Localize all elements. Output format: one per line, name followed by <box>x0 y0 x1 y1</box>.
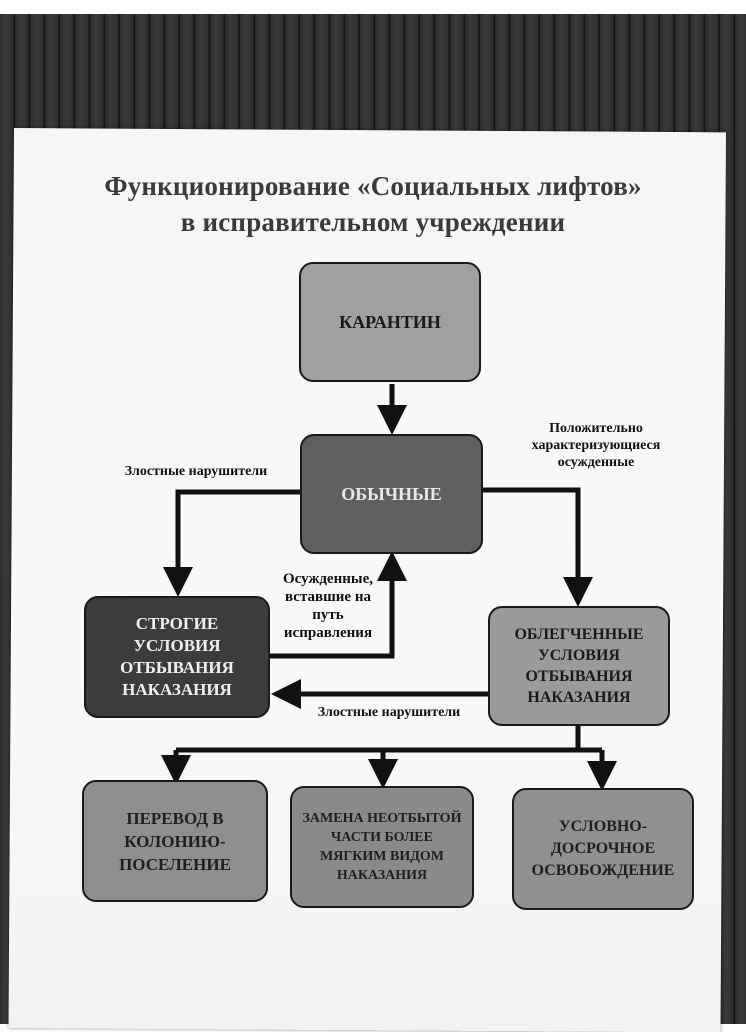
label-malicious-violators-left: Злостные нарушители <box>124 464 268 479</box>
diagram-title: Функционирование «Социальных лифтов» в и… <box>0 168 746 240</box>
node-lightened-conditions: ОБЛЕГЧЕННЫЕ УСЛОВИЯ ОТБЫВАНИЯ НАКАЗАНИЯ <box>488 606 670 726</box>
node-parole: УСЛОВНО-ДОСРОЧНОЕ ОСВОБОЖДЕНИЕ <box>512 788 694 910</box>
node-quarantine: КАРАНТИН <box>299 262 481 382</box>
label-malicious-violators-bottom: Злостные нарушители <box>317 705 461 720</box>
node-colony-settlement: ПЕРЕВОД В КОЛОНИЮ-ПОСЕЛЕНИЕ <box>82 780 268 902</box>
node-strict-conditions-text: СТРОГИЕ УСЛОВИЯ ОТБЫВАНИЯ НАКАЗАНИЯ <box>120 614 234 699</box>
node-milder-punishment-text: ЗАМЕНА НЕОТБЫТОЙ ЧАСТИ БОЛЕЕ МЯГКИМ ВИДО… <box>302 811 462 883</box>
node-quarantine-text: КАРАНТИН <box>339 311 441 332</box>
title-line-2: в исправительном учреждении <box>180 207 566 237</box>
node-colony-settlement-text: ПЕРЕВОД В КОЛОНИЮ-ПОСЕЛЕНИЕ <box>119 808 231 874</box>
node-ordinary-text: ОБЫЧНЫЕ <box>341 483 442 504</box>
arrow-strict-to-ordinary <box>270 551 407 659</box>
label-positive-convicts: Положительно характеризующиеся осужденны… <box>531 421 661 470</box>
node-strict-conditions: СТРОГИЕ УСЛОВИЯ ОТБЫВАНИЯ НАКАЗАНИЯ <box>84 596 270 718</box>
arrow-ordinary-to-strict <box>163 489 300 597</box>
node-milder-punishment: ЗАМЕНА НЕОТБЫТОЙ ЧАСТИ БОЛЕЕ МЯГКИМ ВИДО… <box>290 786 474 908</box>
node-lightened-conditions-text: ОБЛЕГЧЕННЫЕ УСЛОВИЯ ОТБЫВАНИЯ НАКАЗАНИЯ <box>514 626 644 706</box>
arrow-ordinary-to-lightened <box>483 487 593 607</box>
label-reformed-convicts: Осужденные, вставшие на путь исправления <box>283 571 373 641</box>
node-ordinary: ОБЫЧНЫЕ <box>300 434 483 554</box>
node-parole-text: УСЛОВНО-ДОСРОЧНОЕ ОСВОБОЖДЕНИЕ <box>531 818 675 879</box>
title-line-1: Функционирование «Социальных лифтов» <box>104 171 642 201</box>
